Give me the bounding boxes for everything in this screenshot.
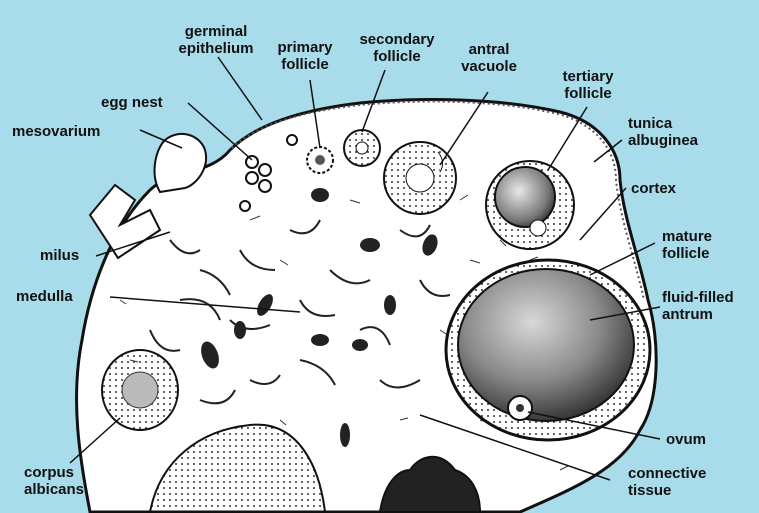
antral-vacuole-follicle (384, 142, 456, 214)
label-egg-nest-line1: egg nest (101, 94, 163, 111)
label-mesovarium: mesovarium (12, 123, 100, 140)
label-germinal-epithelium-line1: germinal (161, 23, 271, 40)
tertiary-follicle-shape (486, 161, 574, 249)
label-milus: milus (40, 247, 79, 264)
label-tunica-albuginea-line2: albuginea (628, 132, 698, 149)
label-germinal-epithelium: germinal epithelium (161, 23, 271, 57)
corpus-albicans-shape (102, 350, 178, 430)
label-connective-tissue: connective tissue (628, 465, 706, 499)
label-antral-vacuole-line1: antral (452, 41, 526, 58)
label-primary-follicle-line1: primary (265, 39, 345, 56)
label-connective-tissue-line2: tissue (628, 482, 706, 499)
label-antral-vacuole-line2: vacuole (452, 58, 526, 75)
label-medulla: medulla (16, 288, 73, 305)
primary-follicle-shape (307, 147, 333, 173)
label-corpus-albicans: corpus albicans (24, 464, 84, 498)
label-primary-follicle-line2: follicle (265, 56, 345, 73)
label-cortex-line1: cortex (631, 180, 676, 197)
label-fluid-filled-antrum: fluid-filled antrum (662, 289, 734, 323)
label-medulla-line1: medulla (16, 288, 73, 305)
label-tunica-albuginea: tunica albuginea (628, 115, 698, 149)
label-tunica-albuginea-line1: tunica (628, 115, 698, 132)
label-tertiary-follicle: tertiary follicle (548, 68, 628, 102)
label-antral-vacuole: antral vacuole (452, 41, 526, 75)
label-corpus-albicans-line1: corpus (24, 464, 84, 481)
label-mesovarium-line1: mesovarium (12, 123, 100, 140)
label-tertiary-follicle-line2: follicle (548, 85, 628, 102)
label-egg-nest: egg nest (101, 94, 163, 111)
label-mature-follicle-line2: follicle (662, 245, 712, 262)
label-ovum-line1: ovum (666, 431, 706, 448)
secondary-follicle-shape (344, 130, 380, 166)
label-mature-follicle: mature follicle (662, 228, 712, 262)
label-secondary-follicle-line1: secondary (342, 31, 452, 48)
label-secondary-follicle: secondary follicle (342, 31, 452, 65)
label-fluid-filled-antrum-line1: fluid-filled (662, 289, 734, 306)
label-germinal-epithelium-line2: epithelium (161, 40, 271, 57)
label-tertiary-follicle-line1: tertiary (548, 68, 628, 85)
label-connective-tissue-line1: connective (628, 465, 706, 482)
label-corpus-albicans-line2: albicans (24, 481, 84, 498)
label-cortex: cortex (631, 180, 676, 197)
label-fluid-filled-antrum-line2: antrum (662, 306, 734, 323)
mature-follicle-shape (446, 260, 650, 440)
label-primary-follicle: primary follicle (265, 39, 345, 73)
label-milus-line1: milus (40, 247, 79, 264)
label-ovum: ovum (666, 431, 706, 448)
label-mature-follicle-line1: mature (662, 228, 712, 245)
label-secondary-follicle-line2: follicle (342, 48, 452, 65)
